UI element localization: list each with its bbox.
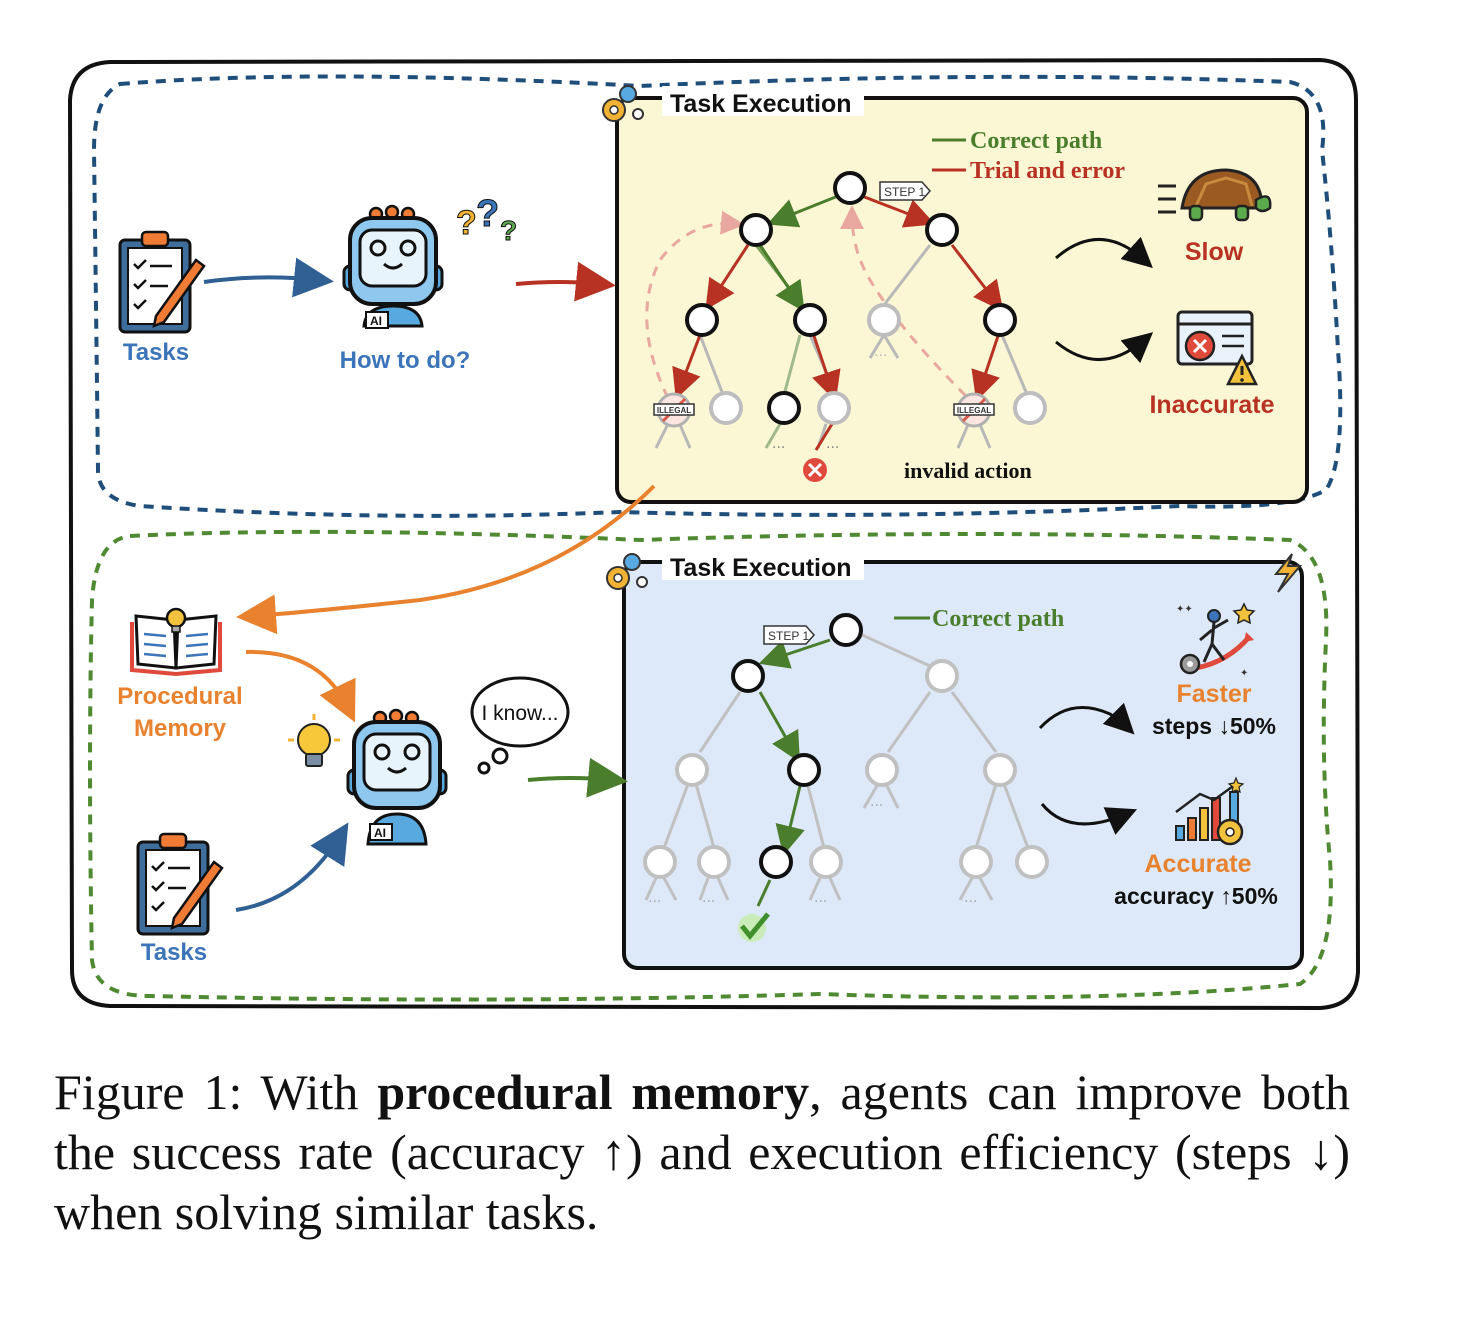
procedural-memory-book-icon (130, 607, 222, 677)
faster-metric: steps ↓50% (1152, 713, 1276, 739)
svg-text:...: ... (814, 889, 827, 906)
outcome-inaccurate: Inaccurate (1149, 391, 1274, 419)
thought-text: I know... (481, 702, 558, 725)
outcome-accurate: Accurate (1145, 850, 1252, 878)
bottom-panel-title: Task Execution (670, 554, 852, 582)
tasks-label-bottom: Tasks (141, 939, 207, 966)
memory-label-line1: Procedural (117, 683, 242, 710)
svg-text:?: ? (500, 215, 517, 246)
thought-bubble (470, 676, 570, 775)
svg-text:ILLEGAL: ILLEGAL (957, 406, 991, 415)
svg-text:✦: ✦ (1240, 668, 1248, 679)
figure-caption: Figure 1: With procedural memory, agents… (54, 1062, 1350, 1242)
svg-text:AI: AI (370, 314, 382, 328)
svg-text:...: ... (870, 793, 883, 810)
lightbulb-icon (288, 714, 340, 767)
outcome-faster: Faster (1176, 680, 1251, 708)
clipboard-icon (136, 832, 224, 936)
gear-icon (602, 85, 644, 122)
bottom-tree-nodes (643, 613, 1049, 879)
svg-text:STEP 1: STEP 1 (768, 629, 809, 643)
how-to-do-label: How to do? (340, 347, 471, 374)
tasks-label-top: Tasks (123, 339, 189, 366)
legend-correct-path: Correct path (970, 128, 1102, 154)
svg-text:STEP 1: STEP 1 (884, 185, 925, 199)
outer-frame (67, 57, 1361, 1011)
gear-icon (606, 553, 648, 590)
clipboard-icon (118, 230, 206, 334)
error-window-icon (1176, 310, 1259, 386)
svg-text:...: ... (826, 435, 839, 452)
svg-text:ILLEGAL: ILLEGAL (657, 406, 691, 415)
growth-chart-icon (1175, 776, 1245, 846)
caption-suffix: , agents can improve both the success ra… (54, 1064, 1350, 1240)
bottom-panel-title-bg (662, 550, 864, 580)
climbing-person-icon: ✦✦ ✦ (1176, 602, 1256, 679)
svg-text:...: ... (874, 343, 887, 360)
svg-text:...: ... (964, 889, 977, 906)
illegal-node-right: ILLEGAL (953, 392, 995, 428)
svg-text:...: ... (702, 889, 715, 906)
svg-text:...: ... (772, 435, 785, 452)
step-tag-top: STEP 1 (879, 181, 932, 201)
illegal-node-left: ILLEGAL (653, 392, 695, 428)
top-panel-title-bg (662, 86, 864, 116)
svg-text:AI: AI (374, 826, 386, 840)
invalid-x-icon (803, 458, 827, 482)
lightning-icon (1273, 553, 1303, 593)
bottom-region-dashed (88, 529, 1333, 1002)
turtle-icon (1158, 168, 1272, 222)
accurate-metric: accuracy ↑50% (1114, 883, 1278, 909)
memory-label-line2: Memory (134, 715, 227, 742)
legend-correct-path-bottom: Correct path (932, 606, 1064, 632)
caption-bold: procedural memory (377, 1064, 810, 1120)
top-panel-title: Task Execution (670, 90, 852, 118)
invalid-action-label: invalid action (904, 458, 1032, 483)
step-tag-bottom: STEP 1 (763, 625, 816, 645)
top-tree-edges (645, 194, 1028, 451)
top-tree-nodes (685, 171, 1047, 425)
question-marks-icon: ? ? ? (456, 193, 518, 247)
outcome-slow: Slow (1185, 238, 1244, 266)
success-check-icon (738, 912, 770, 942)
caption-prefix: Figure 1: With (54, 1064, 378, 1120)
svg-text:✦✦: ✦✦ (1176, 604, 1193, 615)
robot-icon-bottom: AI (346, 708, 448, 846)
svg-text:?: ? (456, 204, 477, 242)
bottom-tree-edges (644, 632, 1030, 907)
legend-trial-and-error: Trial and error (970, 158, 1125, 184)
svg-text:?: ? (476, 193, 499, 235)
robot-icon-top: AI (342, 204, 444, 329)
svg-text:...: ... (648, 889, 661, 906)
